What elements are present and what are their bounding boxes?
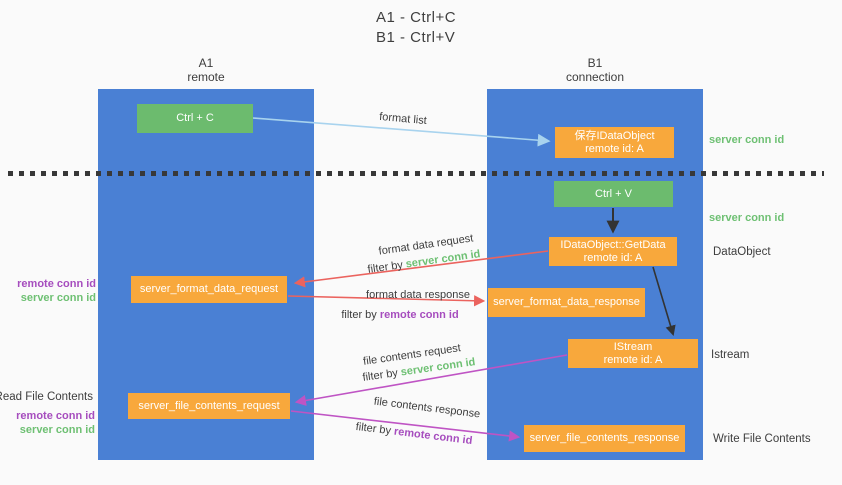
column-b1-name: B1: [587, 56, 603, 70]
remote-conn-id-text: remote conn id: [393, 425, 473, 448]
save-dataobject-line2: remote id: A: [585, 142, 644, 155]
istream-line2: remote id: A: [603, 353, 663, 366]
remote-conn-id-text: remote conn id: [379, 309, 459, 321]
filter-prefix: filter by: [361, 366, 402, 384]
phase-separator-dotted-line: [8, 171, 824, 176]
left-conn-id-pair-1: remote conn id server conn id: [17, 277, 96, 305]
server-format-data-request-label: server_format_data_request: [139, 283, 279, 295]
server-format-data-request-node: server_format_data_request: [131, 276, 287, 303]
server-file-contents-request-label: server_file_contents_request: [138, 399, 280, 412]
left-conn-id-pair-2: remote conn id server conn id: [16, 409, 95, 437]
format-data-response-label: format data response: [366, 289, 470, 301]
server-conn-id-annotation-top: server conn id: [709, 134, 785, 146]
read-file-contents-annotation: Read File Contents: [0, 391, 93, 403]
server-file-contents-response-node: server_file_contents_response: [524, 425, 685, 452]
filter-by-remote-conn-id-label-1: filter by remote conn id: [341, 309, 458, 321]
filter-prefix: filter by: [366, 258, 407, 276]
server-file-contents-request-node: server_file_contents_request: [128, 393, 290, 419]
title-line-2: B1 - Ctrl+V: [375, 29, 456, 46]
filter-prefix: filter by: [355, 420, 395, 438]
filter-by-remote-conn-id-label-2: filter by remote conn id: [355, 421, 473, 447]
save-dataobject-node: 保存IDataObject remote id: A: [555, 127, 674, 158]
server-conn-id-annotation: server conn id: [20, 292, 96, 304]
remote-conn-id-annotation: remote conn id: [16, 410, 95, 422]
write-file-contents-annotation: Write File Contents: [713, 433, 811, 445]
istream-line1: IStream: [613, 340, 653, 353]
diagram-title: A1 - Ctrl+C B1 - Ctrl+V: [376, 8, 456, 48]
ctrl-v-label: Ctrl + V: [595, 187, 632, 200]
format-list-label: format list: [378, 110, 428, 128]
ctrl-c-node: Ctrl + C: [137, 104, 253, 133]
getdata-line2: remote id: A: [583, 251, 643, 264]
column-a1-role: remote: [187, 69, 225, 84]
getdata-line1: IDataObject::GetData: [560, 238, 666, 251]
getdata-node: IDataObject::GetData remote id: A: [549, 237, 677, 266]
dataobject-annotation: DataObject: [713, 246, 771, 258]
istream-annotation: Istream: [711, 349, 750, 361]
filter-prefix: filter by: [341, 309, 380, 321]
save-dataobject-line1: 保存IDataObject: [574, 129, 655, 142]
ctrl-v-node: Ctrl + V: [554, 181, 673, 207]
server-format-data-response-node: server_format_data_response: [488, 288, 645, 317]
istream-node: IStream remote id: A: [568, 339, 698, 368]
server-conn-id-annotation: server conn id: [19, 424, 95, 436]
remote-conn-id-annotation: remote conn id: [17, 278, 96, 290]
ctrl-c-label: Ctrl + C: [176, 112, 214, 124]
server-format-data-response-label: server_format_data_response: [493, 296, 640, 308]
file-contents-response-label: file contents response: [373, 395, 481, 421]
column-b1-role: connection: [565, 69, 625, 84]
column-a1-name: A1: [198, 56, 214, 70]
column-header-b1: B1 connection: [565, 56, 625, 84]
column-header-a1: A1 remote: [187, 56, 225, 84]
server-file-contents-response-label: server_file_contents_response: [529, 432, 680, 444]
server-conn-id-annotation-mid: server conn id: [709, 212, 785, 224]
title-line-1: A1 - Ctrl+C: [375, 9, 457, 26]
